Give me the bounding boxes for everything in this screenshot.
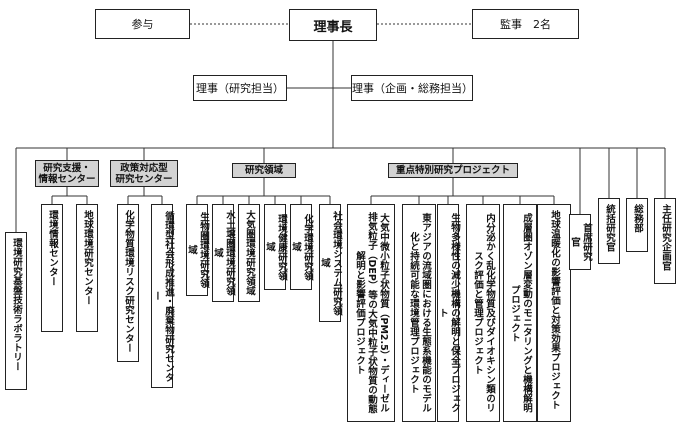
project-ozone-box: 成層圏オゾン層変動のモニタリングと機構解明プロジェクト (503, 204, 537, 422)
field-biosphere-box: 生物圏環境研究領域 (186, 204, 209, 296)
general-affairs-box: 総務部 (626, 198, 648, 252)
project-endocrine-box: 内分泌かく乱化学物質及びダイオキシン類のリスク評価と管理プロジェクト (466, 204, 500, 422)
research-fields-group: 研究領域 (232, 163, 296, 178)
chemical-risk-center-box: 化学物質環境リスク研究センター (117, 204, 139, 362)
field-water-soil-box: 水土壌圏環境研究領域 (212, 204, 235, 302)
field-health-box: 環境健康研究領域 (264, 204, 287, 290)
advisor-box: 参与 (95, 9, 190, 39)
chief-researcher-box: 首席研究官 (569, 214, 592, 270)
policy-center-group: 政策対応型 研究センター (110, 160, 178, 187)
auditor-box: 監事 2名 (472, 9, 579, 39)
field-atmosphere-box: 大気圏環境研究領域 (238, 204, 260, 302)
general-researcher-box: 統括研究官 (598, 198, 620, 264)
global-env-center-box: 地球環境研究センター (76, 204, 98, 332)
env-info-center-box: 環境情報センター (41, 204, 63, 332)
project-pm25-box: 大気中微小粒子状物質（PM2.5）・ディーゼル排気粒子（DEP）等の大気中粒子状… (347, 204, 395, 422)
project-warming-box: 地球温暖化の影響評価と対策効果プロジェクト (537, 204, 571, 422)
support-center-group: 研究支援・ 情報センター (35, 160, 99, 187)
field-social-systems-box: 社会環境システム研究領域 (319, 204, 342, 322)
waste-research-center-box: 循環型社会形成推進・廃棄物研究センター (151, 204, 174, 388)
project-biodiversity-box: 生物多様性の減少機構の解明と保全プロジェクト (437, 204, 460, 422)
infrastructure-lab-box: 環境研究基盤技術ラボラトリー (5, 232, 27, 390)
chief-planning-officer-box: 主任研究企画官 (654, 198, 676, 284)
project-east-asia-box: 東アジアの流域圏における生態系機能のモデル化と持続可能な環境管理プロジェクト (402, 204, 436, 422)
president-box: 理事長 (289, 9, 377, 41)
director-research-box: 理事（研究担当） (193, 75, 287, 101)
priority-projects-group: 重点特別研究プロジェクト (388, 163, 518, 178)
director-planning-box: 理事（企画・総務担当） (351, 75, 473, 101)
field-chemistry-box: 化学環境研究領域 (290, 204, 313, 290)
